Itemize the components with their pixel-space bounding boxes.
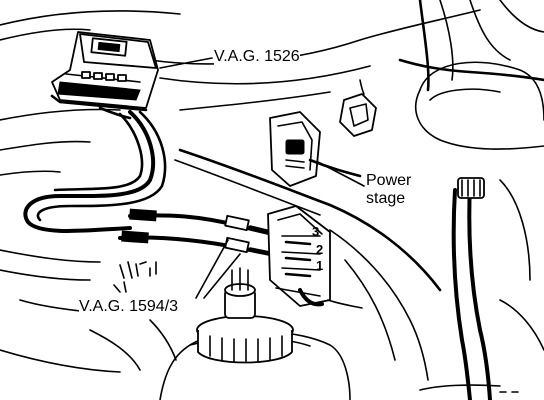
power-stage-label-line1: Power: [366, 172, 412, 189]
pin-number-3: 3: [312, 224, 320, 239]
tester-label: V.A.G. 1526: [214, 48, 300, 66]
pin-number-2: 2: [316, 242, 324, 257]
adapter-label: V.A.G. 1594/3: [79, 298, 179, 316]
power-stage-label: Power stage: [366, 172, 412, 208]
power-stage-component: [269, 79, 377, 187]
tester-cable: [23, 110, 312, 264]
leader-power-stage: [317, 161, 365, 187]
connector-block: [267, 205, 363, 309]
leader-vag1526: [159, 57, 213, 69]
leader-vag1594-b: [203, 253, 241, 299]
power-stage-label-line2: stage: [366, 190, 406, 207]
leader-lines: [159, 57, 365, 299]
leader-vag1594-a: [195, 239, 229, 299]
pin-number-1: 1: [316, 258, 324, 273]
vag-1526-tester: [50, 31, 159, 120]
